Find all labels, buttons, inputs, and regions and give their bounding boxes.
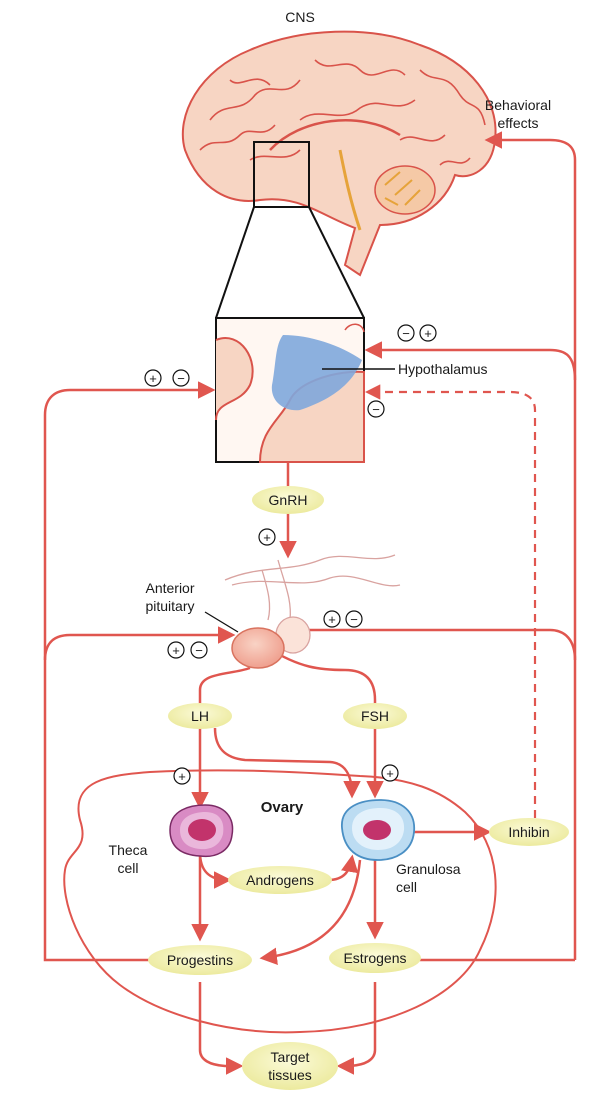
plus-sign-hypothalamus-right: + — [419, 324, 437, 342]
feedback-signs: − + + − − + + − + − + + — [144, 324, 437, 785]
target-tissues-pill: Target tissues — [242, 1042, 338, 1090]
pituitary-to-fsh — [267, 646, 377, 705]
svg-text:Progestins: Progestins — [167, 952, 233, 968]
inhibin-pill: Inhibin — [489, 818, 569, 846]
svg-text:+: + — [149, 371, 157, 386]
theca-cell-label-2: cell — [117, 860, 138, 876]
estrogens-pill: Estrogens — [329, 943, 421, 973]
svg-text:+: + — [263, 530, 271, 545]
cerebellum — [374, 165, 436, 215]
plus-sign-hypothalamus-left: + — [144, 369, 162, 387]
minus-sign-hypothalamus-left: − — [172, 369, 190, 387]
pituitary-to-lh — [198, 666, 251, 705]
hypothalamus-area — [271, 335, 362, 411]
granulosa-cell-label-2: cell — [396, 879, 417, 895]
arrow-to-behavioral-effects — [484, 131, 577, 960]
arrow-to-pituitary-left — [43, 626, 236, 661]
svg-text:−: − — [372, 402, 380, 417]
androgens-to-granulosa — [327, 854, 359, 882]
fsh-pill: FSH — [343, 703, 407, 729]
androgens-pill: Androgens — [228, 866, 332, 894]
pathway-arrows — [43, 131, 577, 1075]
behavioral-effects-label: Behavioral — [485, 97, 551, 113]
svg-text:Androgens: Androgens — [246, 872, 314, 888]
lh-to-granulosa — [213, 727, 361, 799]
ovary-outline — [63, 769, 497, 1034]
gnrh-pill: GnRH — [252, 486, 324, 514]
svg-text:GnRH: GnRH — [269, 492, 308, 508]
plus-sign-fsh: + — [381, 764, 399, 782]
estrogens-to-target — [336, 982, 377, 1075]
svg-text:+: + — [178, 769, 186, 784]
plus-sign-pituitary-right: + — [323, 610, 341, 628]
plus-sign-lh: + — [173, 767, 191, 785]
zoom-lines — [215, 206, 365, 319]
progestins-pill: Progestins — [148, 945, 252, 975]
theca-cell — [169, 804, 234, 858]
svg-text:−: − — [402, 326, 410, 341]
svg-text:tissues: tissues — [268, 1067, 312, 1083]
arrow-to-pituitary-right — [281, 621, 577, 661]
plus-sign-gnrh: + — [258, 528, 276, 546]
svg-text:+: + — [172, 643, 180, 658]
svg-text:−: − — [177, 371, 185, 386]
granulosa-to-progestins — [259, 859, 362, 966]
hypothalamus-region-box — [253, 141, 310, 208]
progestins-to-target — [198, 982, 244, 1075]
granulosa-cell-label: Granulosa — [396, 861, 461, 877]
svg-text:+: + — [424, 326, 432, 341]
progestins-feedback-left — [43, 381, 216, 962]
svg-text:+: + — [328, 612, 336, 627]
minus-sign-pituitary-left: − — [190, 641, 208, 659]
anterior-pituitary-label: Anterior — [145, 580, 194, 596]
lh-pill: LH — [168, 703, 232, 729]
svg-text:FSH: FSH — [361, 708, 389, 724]
svg-text:+: + — [386, 766, 394, 781]
brain-illustration — [181, 30, 497, 277]
svg-text:Target: Target — [271, 1049, 310, 1065]
svg-text:LH: LH — [191, 708, 209, 724]
anterior-pituitary-illustration — [204, 554, 401, 669]
anterior-pituitary-label-2: pituitary — [145, 598, 194, 614]
granulosa-cell — [341, 799, 415, 861]
svg-text:Inhibin: Inhibin — [508, 824, 549, 840]
svg-text:Estrogens: Estrogens — [343, 950, 406, 966]
hypothalamus-label: Hypothalamus — [398, 361, 488, 377]
svg-text:−: − — [350, 612, 358, 627]
plus-sign-pituitary-left: + — [167, 641, 185, 659]
minus-sign-pituitary-right: − — [345, 610, 363, 628]
hypothalamus-zoom-panel — [215, 317, 395, 463]
behavioral-effects-label-2: effects — [498, 115, 539, 131]
minus-sign-inhibin: − — [367, 400, 385, 418]
arrow-to-hypothalamus-right — [364, 341, 577, 381]
cns-label: CNS — [285, 9, 315, 25]
ovary-label: Ovary — [261, 799, 304, 816]
minus-sign-hypothalamus-right: − — [397, 324, 415, 342]
svg-text:−: − — [195, 643, 203, 658]
inhibin-feedback-dashed — [364, 384, 537, 818]
theca-cell-label: Theca — [109, 842, 148, 858]
